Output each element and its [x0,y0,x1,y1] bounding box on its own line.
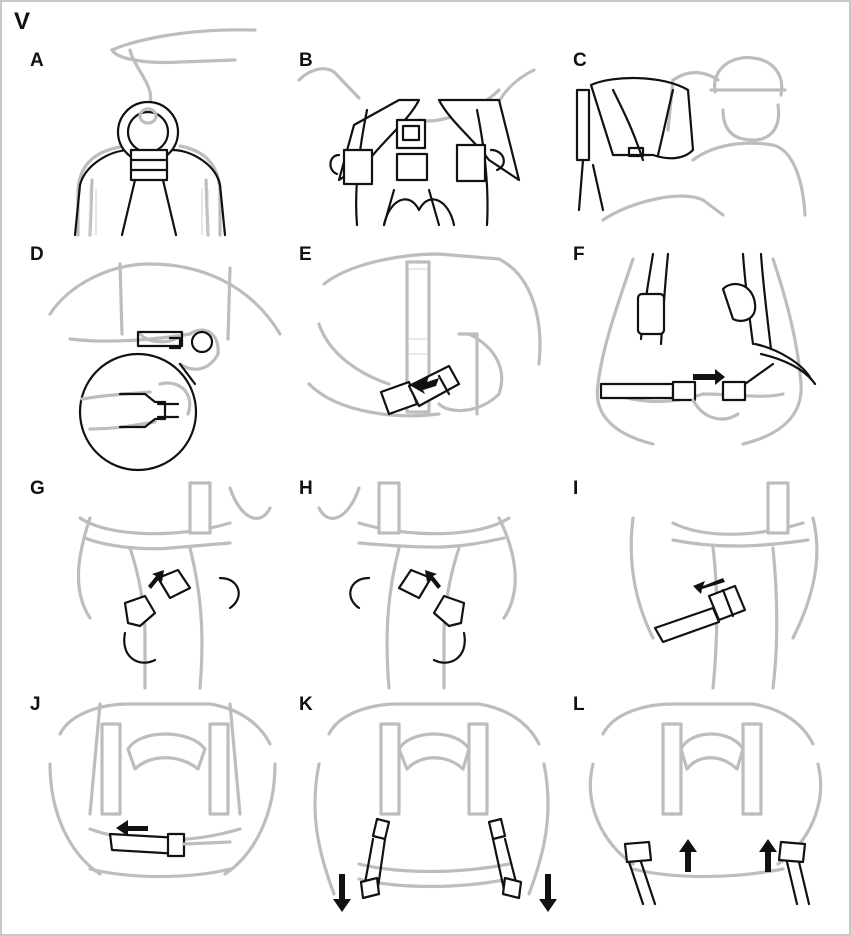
panel-f: F [573,244,835,454]
panel-a: A [30,50,292,260]
panel-label-j: J [30,694,41,716]
panel-label-k: K [299,694,313,716]
illustration-c-donning-harness [573,50,835,260]
illustration-k-tighten-straps [299,694,561,904]
panel-label-d: D [30,244,44,266]
panel-label-b: B [299,50,313,72]
panel-label-h: H [299,478,313,500]
panel-c: C [573,50,835,260]
illustration-e-connect-chest-buckle [299,244,561,454]
panel-b: B [299,50,561,260]
illustration-b-shoulder-straps [299,50,561,260]
panel-h: H [299,478,561,688]
illustration-f-waist-belt [573,244,835,454]
panel-j: J [30,694,292,904]
illustration-j-waist-adjust [30,694,292,904]
illustration-g-leg-strap-left [30,478,292,688]
illustration-l-secure-straps [573,694,835,904]
panel-label-c: C [573,50,587,72]
panel-label-i: I [573,478,578,500]
panel-label-l: L [573,694,585,716]
panel-label-a: A [30,50,44,72]
panel-l: L [573,694,835,904]
panel-label-f: F [573,244,585,266]
section-label: V [14,8,30,36]
illustration-d-chest-buckle [30,244,292,454]
panel-label-g: G [30,478,45,500]
panel-k: K [299,694,561,904]
panel-d: D [30,244,292,454]
panel-e: E [299,244,561,454]
illustration-a-dorsal-ring [30,50,292,260]
illustration-i-pull-strap [573,478,835,688]
panel-label-e: E [299,244,312,266]
panel-g: G [30,478,292,688]
panel-i: I [573,478,835,688]
illustration-h-leg-strap-right [299,478,561,688]
